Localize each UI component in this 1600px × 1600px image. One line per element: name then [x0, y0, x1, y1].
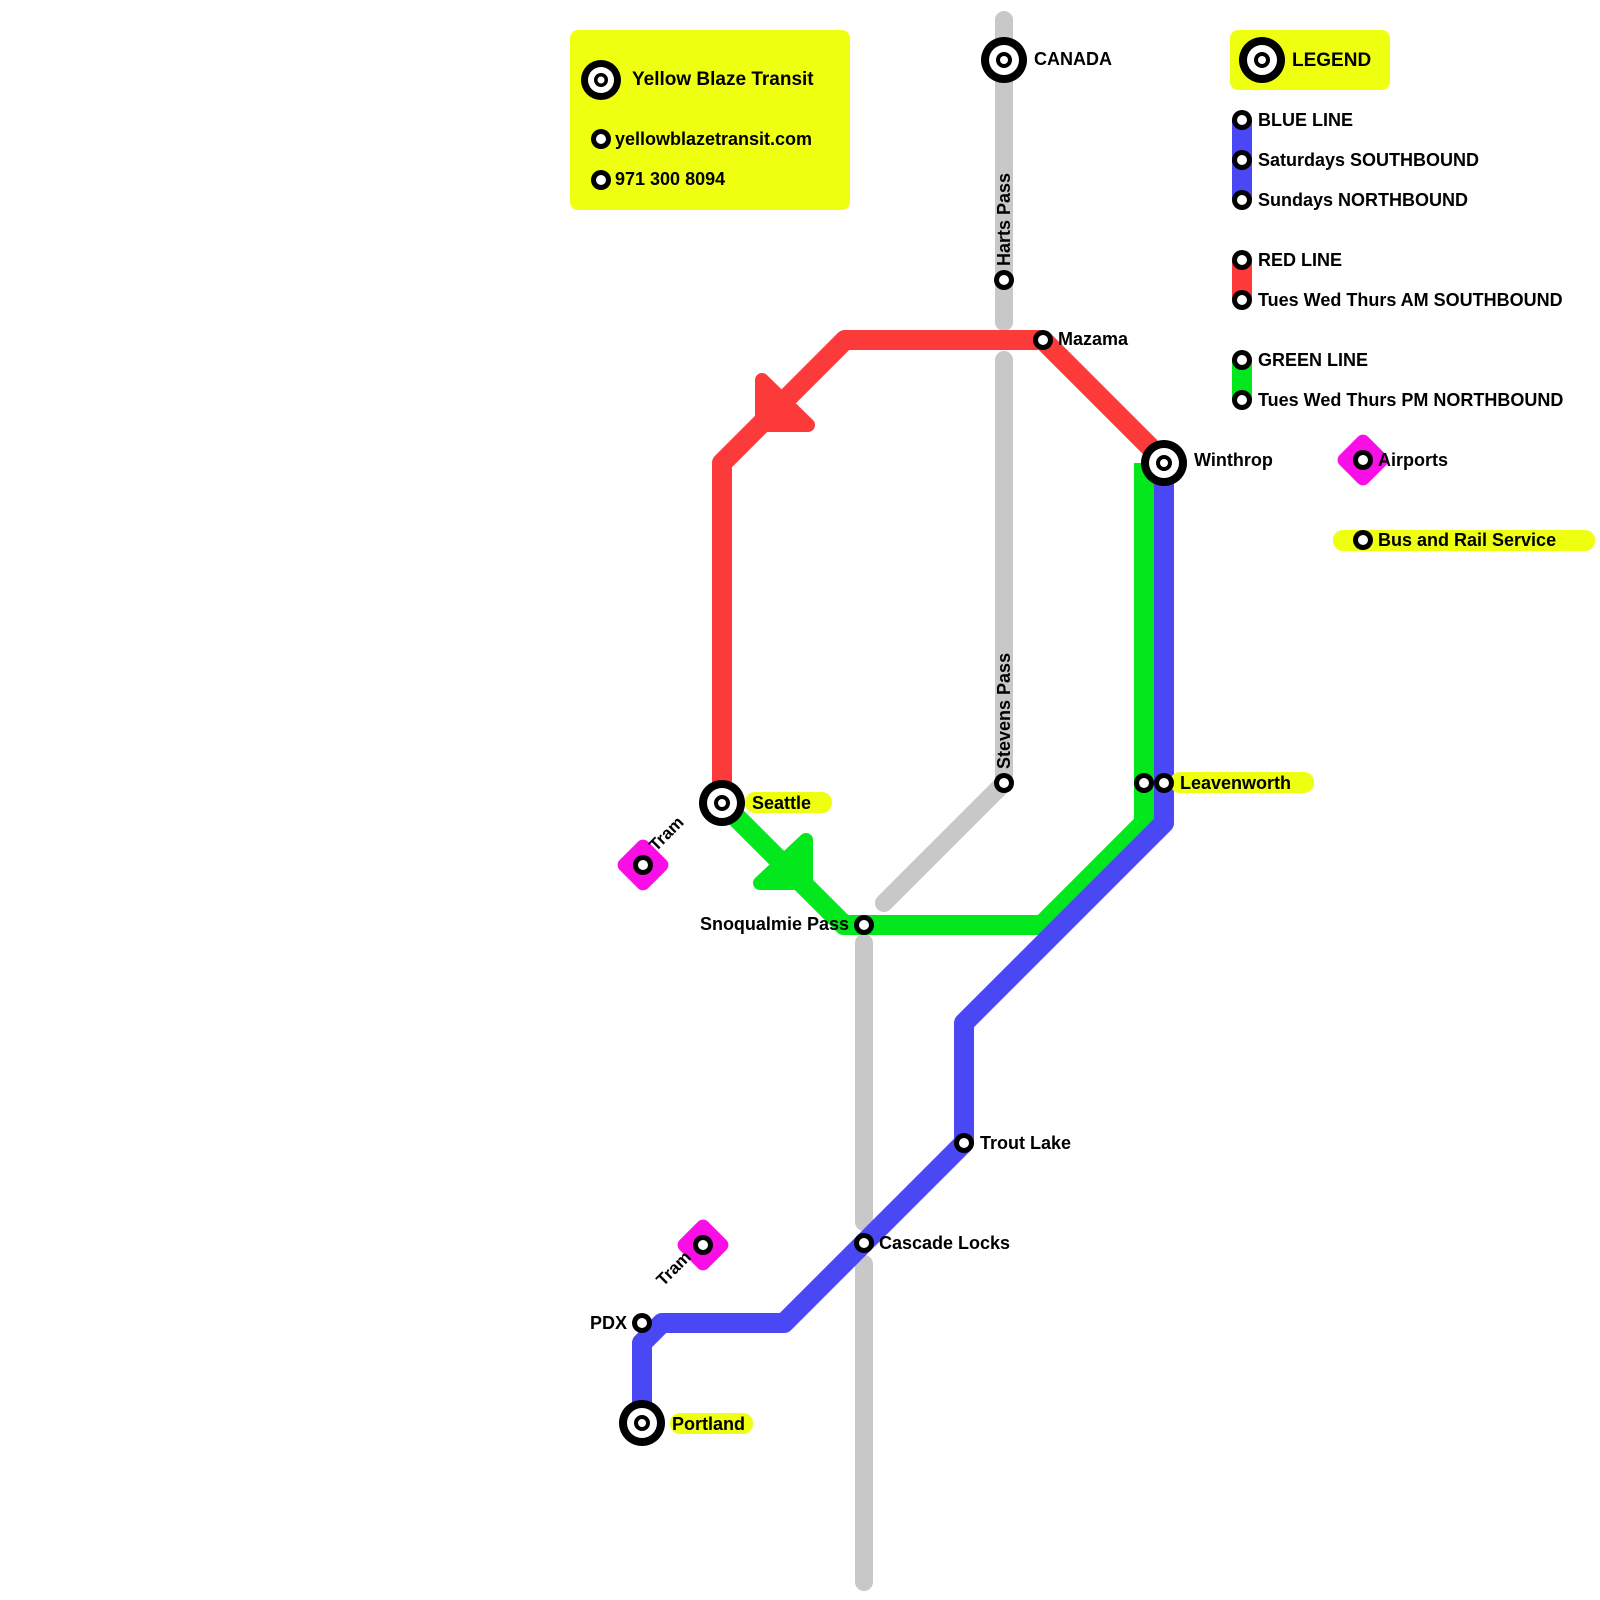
legend-green-line: GREEN LINE Tues Wed Thurs PM NORTHBOUND — [1232, 350, 1563, 410]
station-label-portland: Portland — [672, 1414, 745, 1434]
seattle-tram-label: Tram — [645, 813, 687, 855]
station-label-winthrop: Winthrop — [1194, 450, 1273, 470]
gray-line-stevens — [875, 351, 1013, 912]
station-portland[interactable]: Portland — [619, 1400, 753, 1446]
phone-bullet-icon — [591, 170, 611, 190]
station-label-mazama: Mazama — [1058, 329, 1129, 349]
station-harts-pass[interactable]: Harts Pass — [994, 173, 1014, 290]
legend-title: LEGEND — [1292, 50, 1371, 71]
bus-rail-highlight-swatch — [1333, 530, 1595, 551]
info-box: Yellow Blaze Transit yellowblazetransit.… — [570, 30, 850, 210]
station-label-canada: CANADA — [1034, 49, 1112, 69]
green-direction-arrow-icon — [753, 833, 813, 890]
legend-airports-label: Airports — [1378, 450, 1448, 470]
station-leavenworth[interactable]: Leavenworth — [1134, 772, 1314, 793]
station-label-trout-lake: Trout Lake — [980, 1133, 1071, 1153]
red-line — [712, 330, 1171, 803]
legend-red-line: RED LINE Tues Wed Thurs AM SOUTHBOUND — [1232, 250, 1563, 310]
station-seattle[interactable]: Seattle — [699, 780, 832, 826]
bus-rail-highlight — [1170, 772, 1314, 793]
seattle-tram-marker[interactable]: Tram — [615, 813, 688, 894]
station-canada[interactable]: CANADA — [981, 37, 1112, 83]
info-box-title: Yellow Blaze Transit — [632, 69, 814, 90]
legend-green-entry-1: Tues Wed Thurs PM NORTHBOUND — [1258, 390, 1563, 410]
legend-red-entry-1: Tues Wed Thurs AM SOUTHBOUND — [1258, 290, 1563, 310]
legend-bus-rail: Bus and Rail Service — [1333, 530, 1595, 551]
legend-green-name: GREEN LINE — [1258, 350, 1368, 370]
station-label-pdx: PDX — [590, 1313, 627, 1333]
station-label-harts-pass: Harts Pass — [994, 173, 1014, 266]
station-label-snoqualmie-pass: Snoqualmie Pass — [700, 914, 849, 934]
blue-line-path — [632, 463, 1174, 1423]
pdx-tram-marker[interactable]: Tram — [653, 1217, 732, 1290]
info-box-logo-icon — [581, 60, 621, 100]
legend: LEGEND BLUE LINE Saturdays SOUTHBOUND Su… — [1230, 30, 1595, 551]
legend-blue-name: BLUE LINE — [1258, 110, 1353, 130]
green-line — [714, 463, 1154, 935]
website-bullet-icon — [591, 129, 611, 149]
station-snoqualmie-pass[interactable]: Snoqualmie Pass — [700, 914, 874, 935]
red-direction-arrow-icon — [755, 373, 815, 432]
info-box-background — [570, 30, 850, 210]
station-stevens-pass[interactable]: Stevens Pass — [994, 653, 1014, 793]
legend-blue-entry-2: Sundays NORTHBOUND — [1258, 190, 1468, 210]
bus-rail-highlight — [745, 792, 832, 813]
blue-line — [632, 463, 1174, 1423]
info-box-phone: 971 300 8094 — [615, 169, 725, 189]
legend-bus-rail-label: Bus and Rail Service — [1378, 530, 1556, 550]
legend-red-name: RED LINE — [1258, 250, 1342, 270]
legend-blue-line: BLUE LINE Saturdays SOUTHBOUND Sundays N… — [1232, 110, 1479, 210]
legend-logo-icon — [1239, 37, 1285, 83]
legend-airports: Airports — [1337, 434, 1448, 486]
bus-rail-highlight — [670, 1413, 753, 1434]
station-label-stevens-pass: Stevens Pass — [994, 653, 1014, 769]
station-mazama[interactable]: Mazama — [1033, 329, 1129, 350]
gray-lines — [855, 11, 1013, 1591]
info-box-website-link[interactable]: yellowblazetransit.com — [615, 129, 812, 149]
station-pdx[interactable]: PDX — [590, 1313, 652, 1333]
station-trout-lake[interactable]: Trout Lake — [954, 1133, 1071, 1153]
station-label-cascade-locks: Cascade Locks — [879, 1233, 1010, 1253]
station-winthrop[interactable]: Winthrop — [1141, 440, 1273, 486]
legend-blue-entry-1: Saturdays SOUTHBOUND — [1258, 150, 1479, 170]
station-cascade-locks[interactable]: Cascade Locks — [854, 1233, 1010, 1253]
station-label-seattle: Seattle — [752, 793, 811, 813]
station-label-leavenworth: Leavenworth — [1180, 773, 1291, 793]
